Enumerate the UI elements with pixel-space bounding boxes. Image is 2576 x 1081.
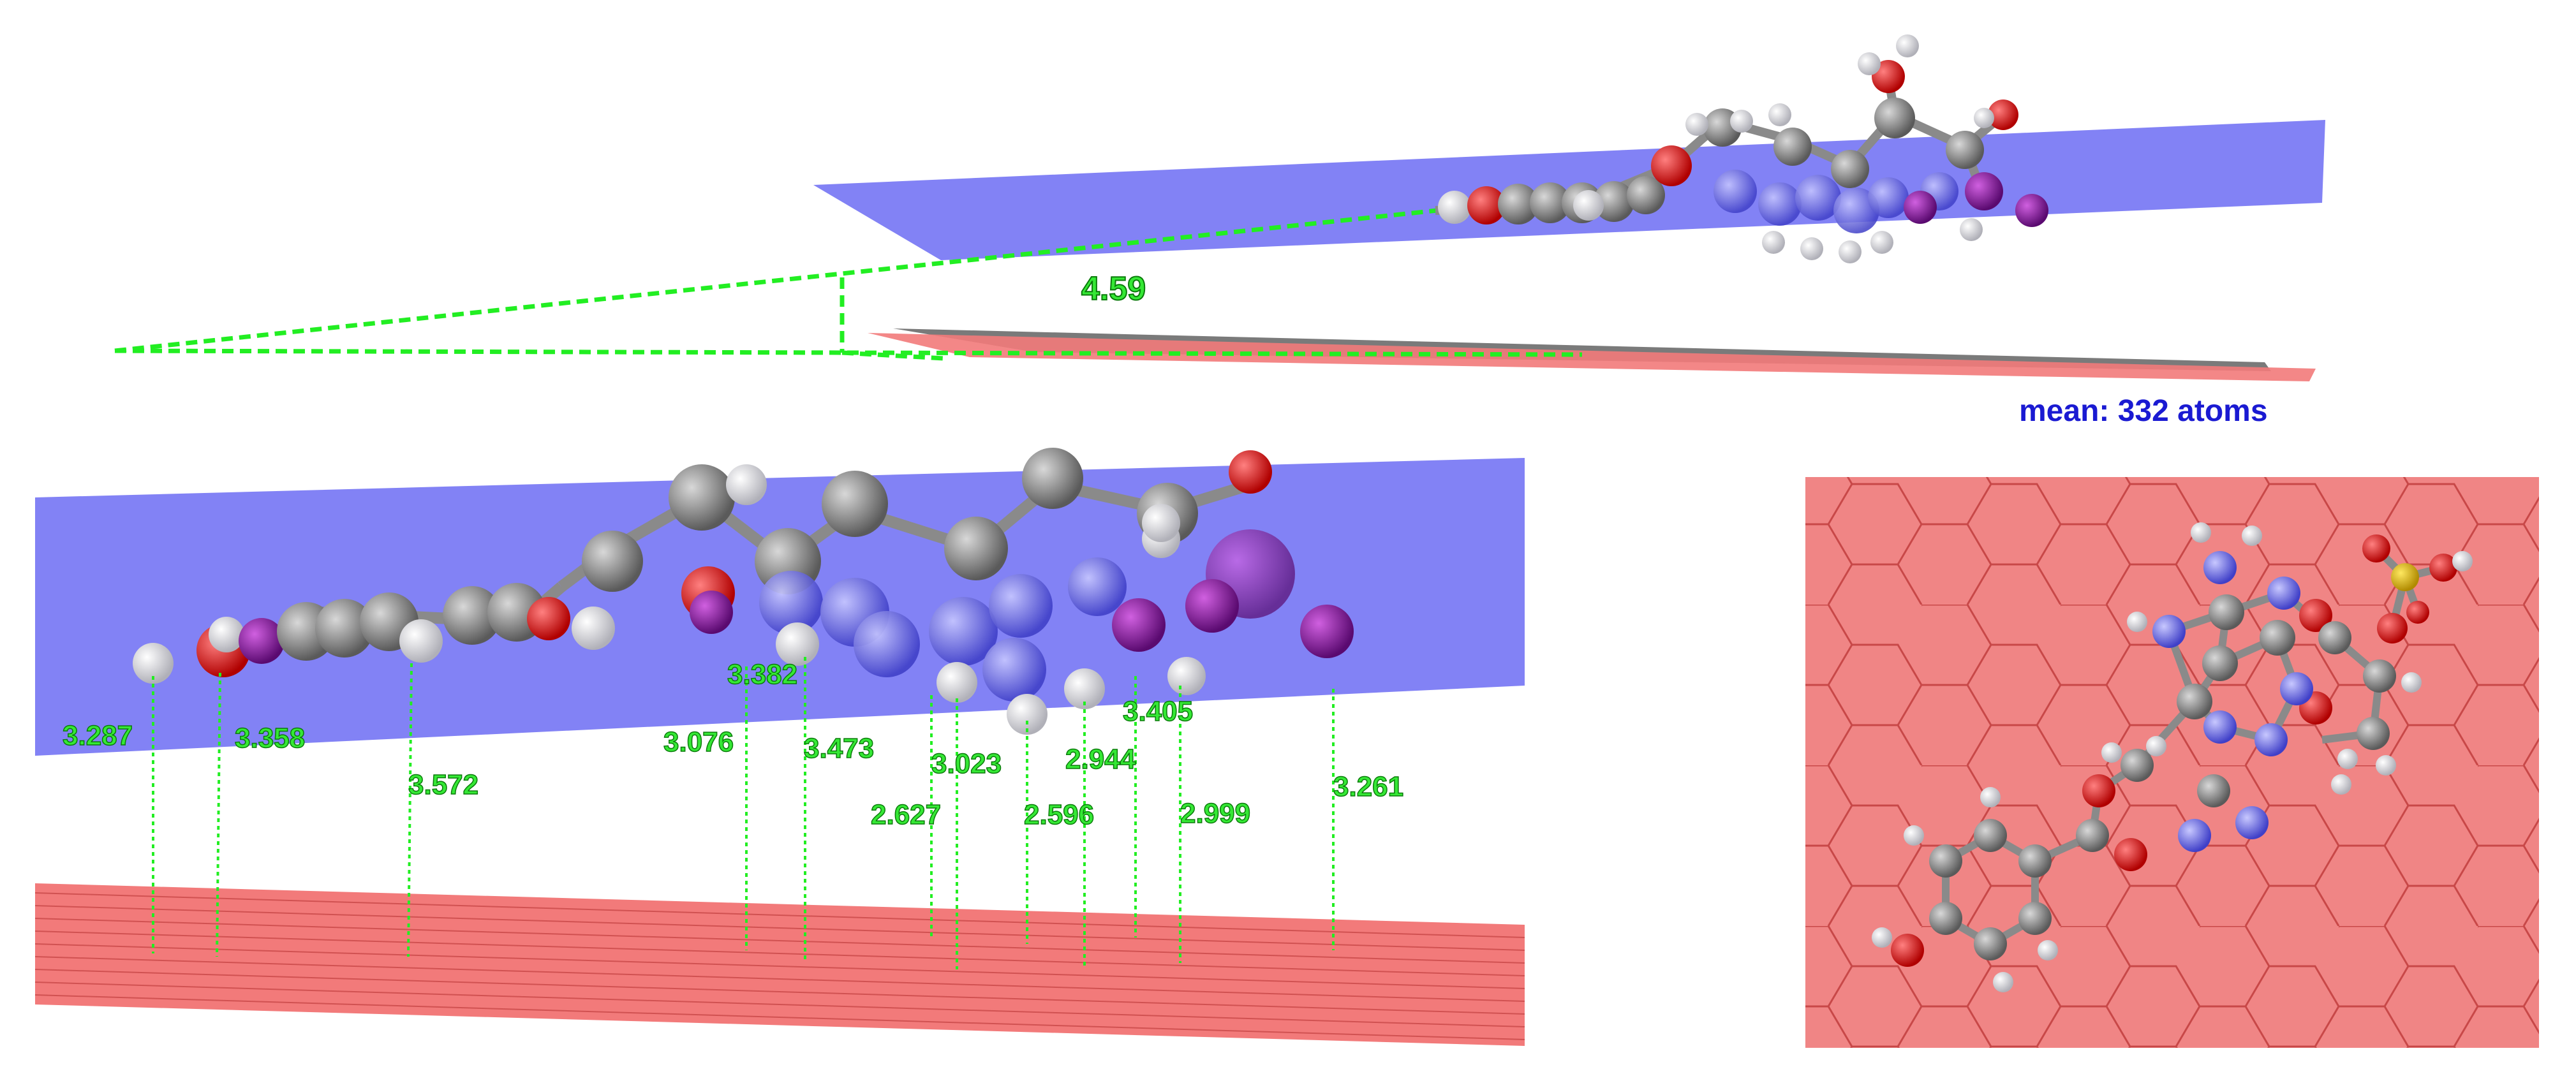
distance-lines [152,657,1335,969]
top-molecule [1435,34,2048,263]
distance-label: 2.596 [1024,799,1094,830]
graphene-lines [34,892,1525,1040]
angle-dashes [114,205,1583,361]
distance-label: 3.473 [804,733,874,764]
distance-label: 3.023 [931,748,1002,779]
distance-label: 3.405 [1123,696,1193,727]
top-down-panel [1805,477,2539,1048]
distance-label: 3.572 [408,769,478,800]
mean-label: mean: 332 atoms [2019,394,2268,428]
distance-label: 2.999 [1180,798,1250,829]
side-molecule [133,448,1354,735]
top-view: 4.59 mean: 332 atoms [114,34,2325,428]
angle-label: 4.59 [1081,270,1146,307]
distance-label: 3.287 [63,720,133,751]
distance-label: 3.261 [1333,771,1403,802]
red-side-plane [35,883,1525,1046]
distance-label: 2.944 [1065,744,1136,775]
distance-label: 3.076 [663,726,734,758]
distance-label: 3.382 [727,659,797,690]
topdown-molecule [1872,522,2473,992]
red-graphene-plane [868,333,2316,381]
distance-labels: 3.287 3.358 3.572 3.382 3.076 3.473 3.02… [62,658,1404,831]
side-view: 3.287 3.358 3.572 3.382 3.076 3.473 3.02… [34,448,1525,1046]
distance-label: 3.358 [235,723,305,754]
distance-label: 2.627 [871,799,941,830]
